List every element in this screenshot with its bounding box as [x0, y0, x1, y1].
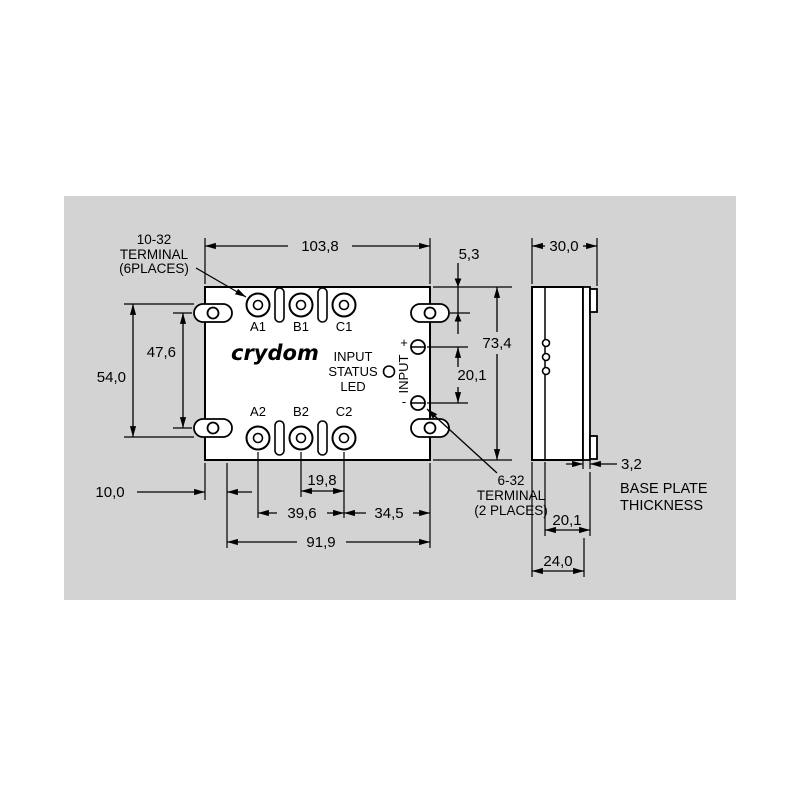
dim-text-terminal-pitch: 19,8 — [307, 472, 336, 489]
dim-text-terminal-span: 39,6 — [287, 505, 316, 522]
mounting-hole — [423, 421, 437, 435]
mounting-slot-bottom-right — [410, 418, 450, 438]
terminal-label-c2: C2 — [336, 404, 353, 419]
dim-overall-width: 103,8 — [204, 238, 431, 284]
terminal-b2 — [288, 425, 314, 451]
terminal-slot — [274, 420, 285, 456]
mounting-hole — [423, 306, 437, 320]
dimensions: 103,8 30,0 5,3 73,4 — [95, 238, 642, 577]
brand-logo: crydom — [231, 341, 319, 365]
mounting-tab-bottom — [589, 435, 598, 460]
side-body — [531, 286, 584, 461]
terminal-label-c1: C1 — [336, 319, 353, 334]
dim-hole-pitch-horizontal: 91,9 — [227, 534, 430, 551]
callout-base-plate: BASE PLATE THICKNESS — [620, 481, 708, 514]
front-view: A1 B1 C1 A2 B2 C2 crydom INPUT STATUS LE… — [193, 286, 450, 461]
input-terminal-minus — [410, 395, 426, 411]
terminal-slot — [317, 420, 328, 456]
terminal-c2 — [331, 425, 357, 451]
led-indicator-icon — [382, 365, 396, 378]
input-plus-sign: + — [400, 335, 408, 350]
callout-6-32-line1: 6-32 — [497, 473, 524, 488]
callout-terminal-10-32: 10-32 TERMINAL (6PLACES) — [119, 232, 247, 298]
dim-terminal-pitch: 19,8 — [300, 452, 344, 497]
terminal-slot — [274, 287, 285, 323]
side-detail — [541, 366, 551, 376]
led-label-line3: LED — [340, 379, 365, 394]
dim-terminal-to-edge: 34,5 — [344, 463, 431, 548]
mounting-slot-top-left — [193, 303, 233, 323]
dim-plate-thickness: 3,2 — [566, 456, 642, 473]
dim-text-hole-top-offset: 5,3 — [459, 246, 480, 263]
dim-hole-pitch-vertical: 47,6 — [147, 312, 192, 429]
dim-text-overall-width: 103,8 — [301, 238, 339, 255]
mounting-slot-top-right — [410, 303, 450, 323]
terminal-c1 — [331, 292, 357, 318]
dim-depth-minor: 20,1 — [544, 462, 591, 536]
dim-body-height: 73,4 — [433, 286, 512, 461]
dim-text-depth-major: 24,0 — [543, 553, 572, 570]
base-plate-label-line1: BASE PLATE — [620, 481, 708, 497]
base-plate — [582, 286, 591, 461]
mounting-slot-bottom-left — [193, 418, 233, 438]
dim-text-depth-minor: 20,1 — [552, 512, 581, 529]
terminal-a2 — [245, 425, 271, 451]
dim-text-body-height: 73,4 — [482, 335, 511, 352]
led-label-line2: STATUS — [328, 364, 378, 379]
side-detail — [541, 352, 551, 362]
input-terminal-plus — [410, 339, 426, 355]
input-label-vertical: INPUT — [396, 354, 411, 393]
dim-text-slot-span-vertical: 54,0 — [97, 369, 126, 386]
dim-text-plate-thickness: 3,2 — [621, 456, 642, 473]
callout-10-32-line2: TERMINAL — [120, 247, 189, 262]
mounting-tab-top — [589, 288, 598, 313]
terminal-a1 — [245, 292, 271, 318]
side-view — [531, 286, 598, 461]
led-label-line1: INPUT — [334, 349, 373, 364]
dim-depth-major: 24,0 — [531, 462, 585, 577]
callout-6-32-line3: (2 PLACES) — [474, 503, 548, 518]
terminal-label-a1: A1 — [250, 319, 266, 334]
dim-edge-to-hole: 10,0 — [95, 463, 252, 548]
dim-side-depth: 30,0 — [531, 238, 598, 286]
terminal-slot — [317, 287, 328, 323]
dim-hole-top-offset: 5,3 — [450, 246, 479, 334]
dim-slot-span-vertical: 54,0 — [97, 303, 194, 438]
dim-text-input-pitch: 20,1 — [457, 367, 486, 384]
input-minus-sign: - — [402, 394, 406, 409]
dim-text-side-depth: 30,0 — [549, 238, 578, 255]
terminal-label-a2: A2 — [250, 404, 266, 419]
terminal-b1 — [288, 292, 314, 318]
terminal-label-b2: B2 — [293, 404, 309, 419]
mounting-hole — [206, 306, 220, 320]
dim-input-pitch: 20,1 — [427, 346, 487, 404]
callout-10-32-line3: (6PLACES) — [119, 261, 189, 276]
base-plate-label-line2: THICKNESS — [620, 498, 703, 514]
dim-terminal-span: 39,6 — [257, 452, 345, 522]
side-detail — [541, 338, 551, 348]
callout-terminal-6-32: 6-32 TERMINAL (2 PLACES) — [426, 408, 548, 518]
dim-text-hole-pitch-horizontal: 91,9 — [306, 534, 335, 551]
dim-text-terminal-to-edge: 34,5 — [374, 505, 403, 522]
callout-10-32-line1: 10-32 — [137, 232, 172, 247]
terminal-label-b1: B1 — [293, 319, 309, 334]
dim-text-edge-to-hole: 10,0 — [95, 484, 124, 501]
callout-6-32-line2: TERMINAL — [477, 488, 546, 503]
mounting-hole — [206, 421, 220, 435]
dim-text-hole-pitch-vertical: 47,6 — [147, 344, 176, 361]
